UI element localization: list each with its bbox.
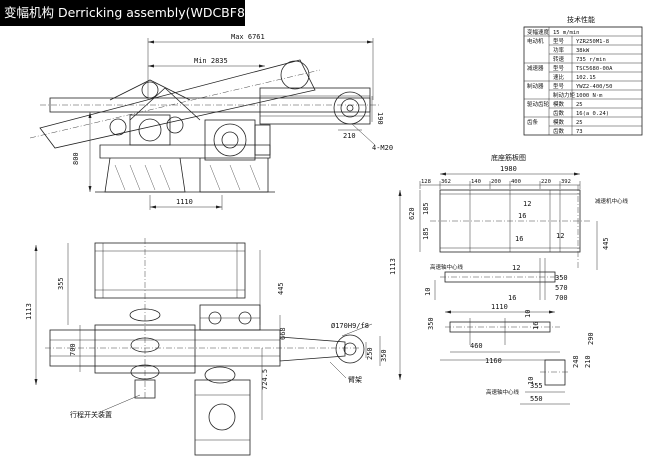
base-top-segment: 220 — [541, 179, 551, 185]
dim-1110-side: 1110 — [176, 198, 193, 206]
dim-700-plan: 700 — [69, 343, 77, 356]
base-dim-350b: 350 — [427, 317, 435, 330]
spec-key-label: 齿数 — [553, 127, 565, 135]
dim-1113-plan: 1113 — [25, 303, 33, 320]
base-dim-445: 445 — [602, 237, 610, 250]
spec-value: 25 — [576, 102, 583, 108]
plan-view: 355 445 1113 700 668 — [25, 238, 388, 456]
spec-key-label: 模数 — [553, 100, 565, 108]
base-dim-12c: 12 — [512, 264, 520, 272]
spec-value: YWZ2-400/50 — [576, 84, 612, 90]
spec-group-label: 驱动齿轮 — [527, 100, 550, 108]
dim-800: 800 — [72, 152, 80, 165]
spec-value: 15 m/min — [553, 30, 580, 36]
base-plate: 底座筋板图 1980 128 362 140 200 400 220 392 620 185… — [389, 153, 629, 405]
base-dim-1160: 1160 — [485, 357, 502, 365]
base-dim-16b: 16 — [515, 235, 523, 243]
max-dimension: Max 6761 — [231, 33, 265, 41]
base-dim-355: 355 — [530, 382, 543, 390]
page-title: 变幅机构 Derricking assembly(WDCBF8038) — [0, 0, 274, 26]
spec-group-label: 减速器 — [527, 64, 544, 72]
base-dim-12a: 12 — [523, 200, 531, 208]
base-dim-185b: 185 — [422, 227, 430, 240]
base-dim-10c: 10 — [527, 377, 535, 385]
base-dim-1113: 1113 — [389, 258, 397, 275]
base-dim-570: 570 — [555, 284, 568, 292]
dim-355-plan: 355 — [57, 277, 65, 290]
spec-group-label: 电动机 — [527, 37, 544, 45]
spec-table-title: 技术性能 — [567, 15, 595, 24]
base-dim-12b: 12 — [556, 232, 564, 240]
dim-350-plan: 350 — [380, 349, 388, 362]
base-dim-290: 290 — [587, 332, 595, 345]
min-dimension: Min 2835 — [194, 57, 228, 65]
spec-key-label: 转速 — [553, 55, 565, 63]
spec-key-label: 模数 — [553, 118, 565, 126]
spec-group-label: 制动器 — [527, 82, 544, 90]
base-plate-title: 底座筋板图 — [491, 153, 526, 162]
hole-label: Ø170H9/f8 — [331, 322, 369, 330]
base-dim-460: 460 — [470, 342, 483, 350]
spec-key-label: 功率 — [553, 46, 565, 54]
high-shaft-center-1: 高速轴中心线 — [430, 263, 464, 271]
side-view: Max 6761 Min 2835 210 190 4-M20 — [29, 33, 393, 210]
base-top-segment: 392 — [561, 179, 571, 185]
dim-445-plan: 445 — [277, 282, 285, 295]
base-dim-620: 620 — [408, 207, 416, 220]
reducer-center-label: 减速机中心线 — [595, 197, 629, 205]
base-top-segment: 362 — [441, 179, 451, 185]
base-dim-16d: 16 — [532, 322, 540, 330]
spec-value: YZR250M1-8 — [576, 39, 609, 45]
travel-switch-label: 行程开关装置 — [70, 410, 112, 419]
spec-key-label: 制动力矩 — [553, 91, 576, 99]
base-dim-1110: 1110 — [491, 303, 508, 311]
base-dim-700: 700 — [555, 294, 568, 302]
spec-value: TSC5680-00A — [576, 66, 613, 72]
dim-250: 250 — [366, 347, 374, 360]
spec-value: 102.15 — [576, 75, 596, 81]
dim-724-5: 724.5 — [261, 369, 269, 390]
base-top-segment: 140 — [471, 179, 481, 185]
spec-value: 735 r/min — [576, 57, 606, 63]
base-dim-248: 248 — [572, 355, 580, 368]
spec-key-label: 型号 — [553, 37, 565, 45]
spec-key-label: 型号 — [553, 64, 565, 72]
dim-210-side: 210 — [343, 132, 356, 140]
high-shaft-center-2: 高速轴中心线 — [486, 388, 520, 396]
spec-value: 1000 N·m — [576, 93, 603, 99]
dim-668: 668 — [279, 327, 287, 340]
base-dim-10: 10 — [424, 288, 432, 296]
spec-value: 73 — [576, 129, 583, 135]
base-dim-210: 210 — [584, 355, 592, 368]
spec-group-label: 变幅速度 — [527, 28, 550, 36]
spec-key-label: 齿数 — [553, 109, 565, 117]
spec-key-label: 速比 — [553, 73, 565, 81]
base-dim-550: 550 — [530, 395, 543, 403]
bolt-label: 4-M20 — [372, 144, 393, 152]
base-dim-185a: 185 — [422, 202, 430, 215]
spec-value: 16(a 0.24) — [576, 111, 609, 117]
base-dim-16c: 16 — [508, 294, 516, 302]
spec-value: 25 — [576, 120, 583, 126]
spec-value: 38kW — [576, 48, 590, 54]
base-dim-350a: 350 — [555, 274, 568, 282]
base-top-segment: 128 — [421, 179, 431, 185]
spec-group-label: 齿条 — [527, 118, 539, 126]
spec-key-label: 型号 — [553, 82, 565, 90]
base-top-total: 1980 — [500, 165, 517, 173]
base-top-segment: 200 — [491, 179, 501, 185]
base-top-segment: 400 — [511, 179, 521, 185]
base-dim-10b: 10 — [524, 310, 532, 318]
arm-label: 臂架 — [348, 375, 362, 384]
dim-190-side: 190 — [376, 112, 384, 125]
base-dim-16a: 16 — [518, 212, 526, 220]
